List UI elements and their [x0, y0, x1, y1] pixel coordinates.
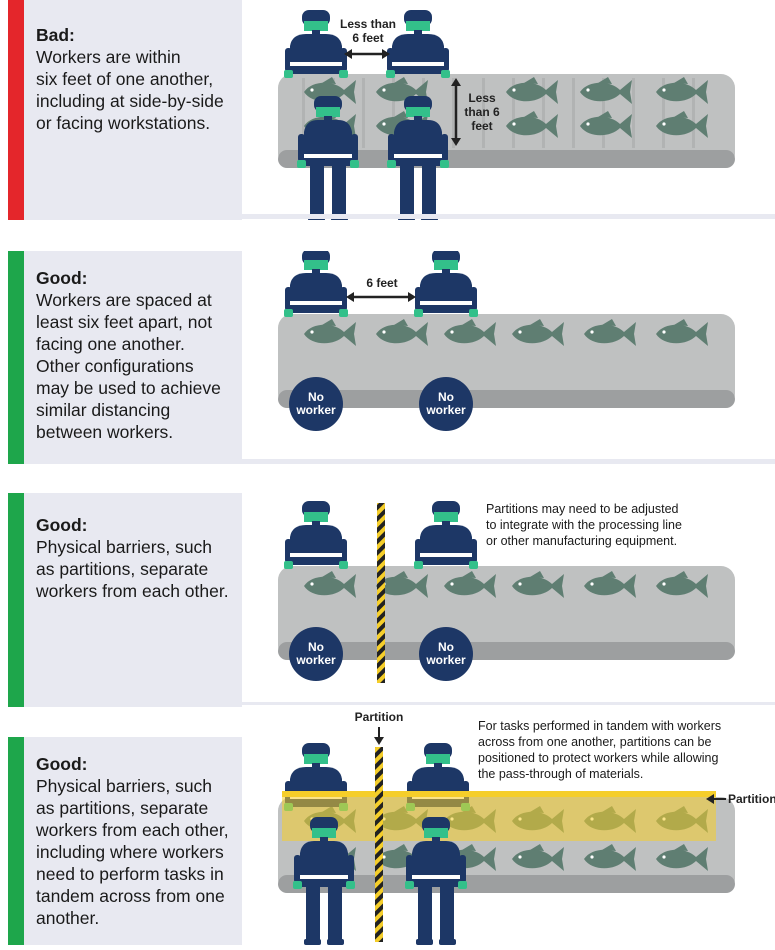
no-worker-badge: No worker: [419, 627, 473, 681]
distance-arrow-horizontal: [344, 49, 390, 59]
partition-label: Partition: [728, 792, 775, 806]
panel-heading: Good:: [36, 268, 88, 288]
text-box: Bad: Workers are within six feet of one …: [24, 0, 242, 220]
status-bar-good: [8, 251, 24, 464]
svg-text:No: No: [308, 640, 324, 654]
distance-label: 6 feet: [366, 276, 397, 290]
horizontal-partition-edge: [282, 791, 716, 797]
conveyor-scene: 6 feet No worker No worker: [278, 249, 735, 431]
panel-good-spacing: Good: Workers are spaced at least six fe…: [0, 249, 775, 464]
arrow-left-icon: [706, 794, 726, 804]
illustration-good-tandem: Partition Partition For tasks performed …: [242, 705, 775, 945]
conveyor-scene: Partition Partition: [278, 710, 775, 945]
arrow-down-icon: [374, 727, 384, 745]
panel-text: Good: Physical barriers, such as partiti…: [36, 514, 229, 602]
svg-text:worker: worker: [425, 653, 466, 667]
illustration-good-spacing: 6 feet No worker No worker: [242, 249, 775, 464]
conveyor-roller: [278, 875, 735, 893]
status-bar-good: [8, 493, 24, 707]
panel-body: Physical barriers, such as partitions, s…: [36, 776, 229, 928]
svg-text:worker: worker: [295, 403, 336, 417]
svg-text:worker: worker: [295, 653, 336, 667]
distance-arrow-horizontal: [346, 292, 416, 302]
no-worker-badge: No worker: [289, 377, 343, 431]
panel-text: Good: Physical barriers, such as partiti…: [36, 753, 229, 929]
panel-body: Workers are within six feet of one anoth…: [36, 47, 224, 133]
text-box: Good: Physical barriers, such as partiti…: [24, 737, 242, 945]
worker-icon: [284, 249, 348, 317]
illustration-good-partitions: No worker No worker Partitions may need …: [242, 493, 775, 707]
conveyor-roller: [278, 642, 735, 660]
panel-body: Workers are spaced at least six feet apa…: [36, 290, 221, 442]
separator: [24, 214, 775, 219]
svg-text:No: No: [308, 390, 324, 404]
partition-label: Partition: [355, 710, 404, 724]
no-worker-badge: No worker: [289, 627, 343, 681]
panel-heading: Bad:: [36, 25, 75, 45]
partition-note: Partitions may need to be adjusted to in…: [486, 502, 682, 548]
separator: [24, 702, 775, 707]
worker-icon: [284, 10, 348, 78]
worker-icon: [414, 249, 478, 317]
worker-icon: [284, 501, 348, 569]
tandem-note: For tasks performed in tandem with worke…: [478, 719, 722, 781]
panel-text: Bad: Workers are within six feet of one …: [36, 24, 224, 134]
panel-good-partitions: Good: Physical barriers, such as partiti…: [0, 493, 775, 707]
panel-good-tandem: Good: Physical barriers, such as partiti…: [0, 737, 775, 945]
partition-barrier: [377, 503, 385, 683]
distance-arrow-vertical: [451, 78, 461, 146]
svg-text:No: No: [438, 390, 454, 404]
panel-bad: Bad: Workers are within six feet of one …: [0, 0, 775, 224]
text-box: Good: Physical barriers, such as partiti…: [24, 493, 242, 707]
text-box: Good: Workers are spaced at least six fe…: [24, 251, 242, 464]
horizontal-partition: [282, 793, 716, 841]
worker-icon: [414, 501, 478, 569]
svg-text:worker: worker: [425, 403, 466, 417]
status-bar-good: [8, 737, 24, 945]
status-bar-bad: [8, 0, 24, 220]
panel-body: Physical barriers, such as partitions, s…: [36, 537, 229, 601]
conveyor-roller: [278, 390, 735, 408]
panel-text: Good: Workers are spaced at least six fe…: [36, 267, 221, 443]
no-worker-badge: No worker: [419, 377, 473, 431]
svg-text:No: No: [438, 640, 454, 654]
conveyor-scene: No worker No worker: [278, 501, 735, 683]
partition-barrier: [375, 747, 383, 942]
separator: [24, 459, 775, 464]
panel-heading: Good:: [36, 754, 88, 774]
panel-heading: Good:: [36, 515, 88, 535]
